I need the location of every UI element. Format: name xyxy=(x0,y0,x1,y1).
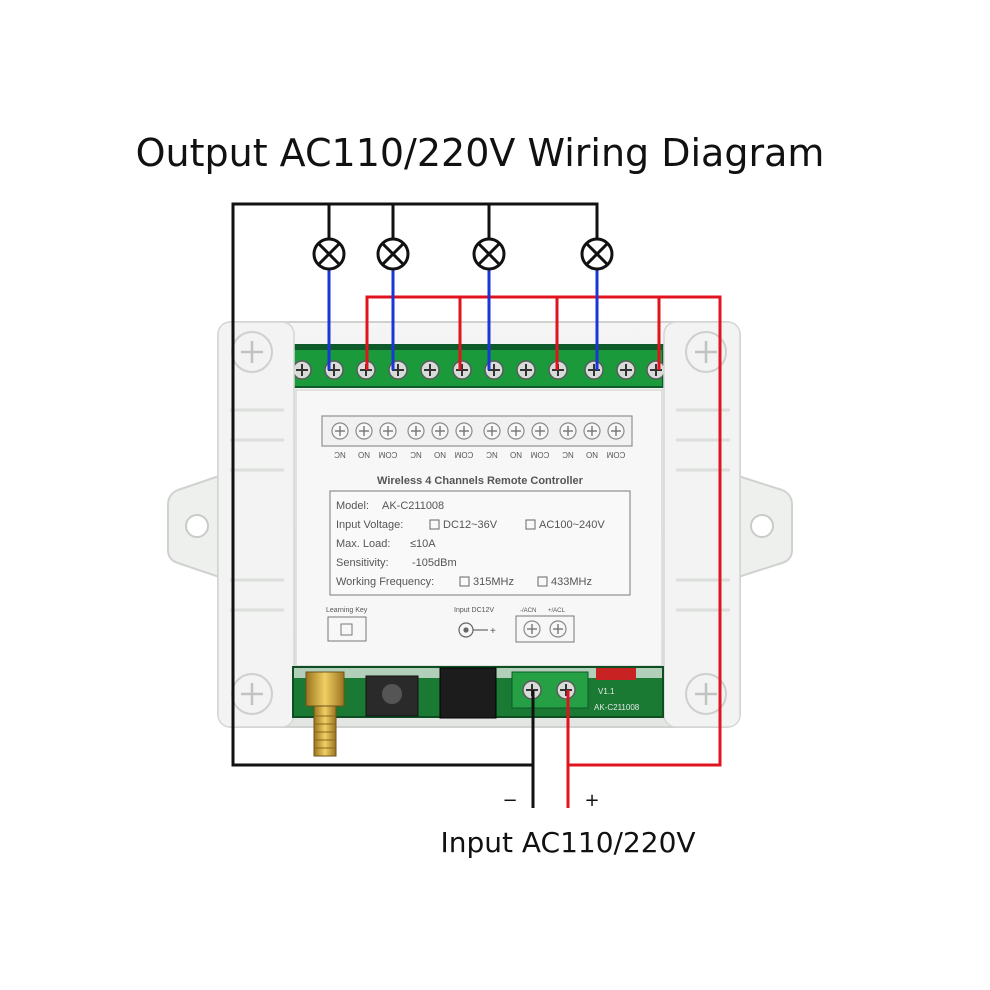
learning-key-button[interactable] xyxy=(340,623,353,636)
sensitivity-label: Sensitivity: xyxy=(336,557,389,569)
corner-screw-tl xyxy=(230,330,274,374)
max-load-value: ≤10A xyxy=(410,538,436,550)
lamp-icon xyxy=(580,237,614,271)
input-dc-label: Input DC12V xyxy=(454,607,494,614)
terminal-label: NC xyxy=(410,450,422,459)
device-header: Wireless 4 Channels Remote Controller xyxy=(377,475,584,487)
model-label: Model: xyxy=(336,500,369,512)
terminal-label: NO xyxy=(434,450,446,459)
ac-checkbox xyxy=(525,519,536,530)
acn-label: -/ACN xyxy=(520,608,536,614)
input-voltage-option-dc: DC12~36V xyxy=(443,519,498,531)
spec-box xyxy=(329,490,631,596)
terminal-label: COM xyxy=(606,450,625,459)
terminal-label: COM xyxy=(530,450,549,459)
terminal-label: NC xyxy=(486,450,498,459)
sensitivity-value: -105dBm xyxy=(412,557,457,569)
pcb-model: AK-C211008 xyxy=(594,703,640,712)
model-value: AK-C211008 xyxy=(382,500,444,512)
input-voltage-label: Input Voltage: xyxy=(336,519,403,531)
input-minus-sign: − xyxy=(502,790,517,811)
freq-433-checkbox xyxy=(537,576,548,587)
lamp-icon xyxy=(472,237,506,271)
acl-label: +/ACL xyxy=(548,608,566,614)
dc-jack-plus: + xyxy=(490,626,496,637)
terminal-label: NC xyxy=(562,450,574,459)
learning-key-label: Learning Key xyxy=(326,607,368,614)
freq-315-checkbox xyxy=(459,576,470,587)
terminal-label: COM xyxy=(454,450,473,459)
learning-key-frame xyxy=(327,616,367,642)
frequency-label: Working Frequency: xyxy=(336,576,434,588)
terminal-label: NC xyxy=(334,450,346,459)
lamp-load-wires xyxy=(327,270,599,370)
neutral-return-wire xyxy=(231,202,599,808)
terminal-label: COM xyxy=(378,450,397,459)
lamp-icon xyxy=(376,237,410,271)
dc-jack-icon xyxy=(458,622,488,638)
mount-hole-left xyxy=(185,514,209,538)
pcb-version: V1.1 xyxy=(598,687,615,696)
frequency-option-315: 315MHz xyxy=(473,576,514,588)
relay-module: NC NO COM NC NO COM NC NO COM NC NO COM … xyxy=(167,321,793,757)
power-terminal-frame xyxy=(515,615,575,643)
live-wire xyxy=(365,295,722,808)
max-load-label: Max. Load: xyxy=(336,538,390,550)
frequency-option-433: 433MHz xyxy=(551,576,592,588)
lamp-icon xyxy=(312,237,346,271)
terminal-label: NO xyxy=(510,450,522,459)
input-plus-sign: + xyxy=(584,790,599,811)
corner-screw-bl xyxy=(230,672,274,716)
mount-hole-right xyxy=(750,514,774,538)
input-label: Input AC110/220V xyxy=(440,826,695,859)
terminal-label: NO xyxy=(358,450,370,459)
dc-checkbox xyxy=(429,519,440,530)
input-voltage-option-ac: AC100~240V xyxy=(539,519,605,531)
terminal-label: NO xyxy=(586,450,598,459)
diagram-title: Output AC110/220V Wiring Diagram xyxy=(136,131,825,175)
